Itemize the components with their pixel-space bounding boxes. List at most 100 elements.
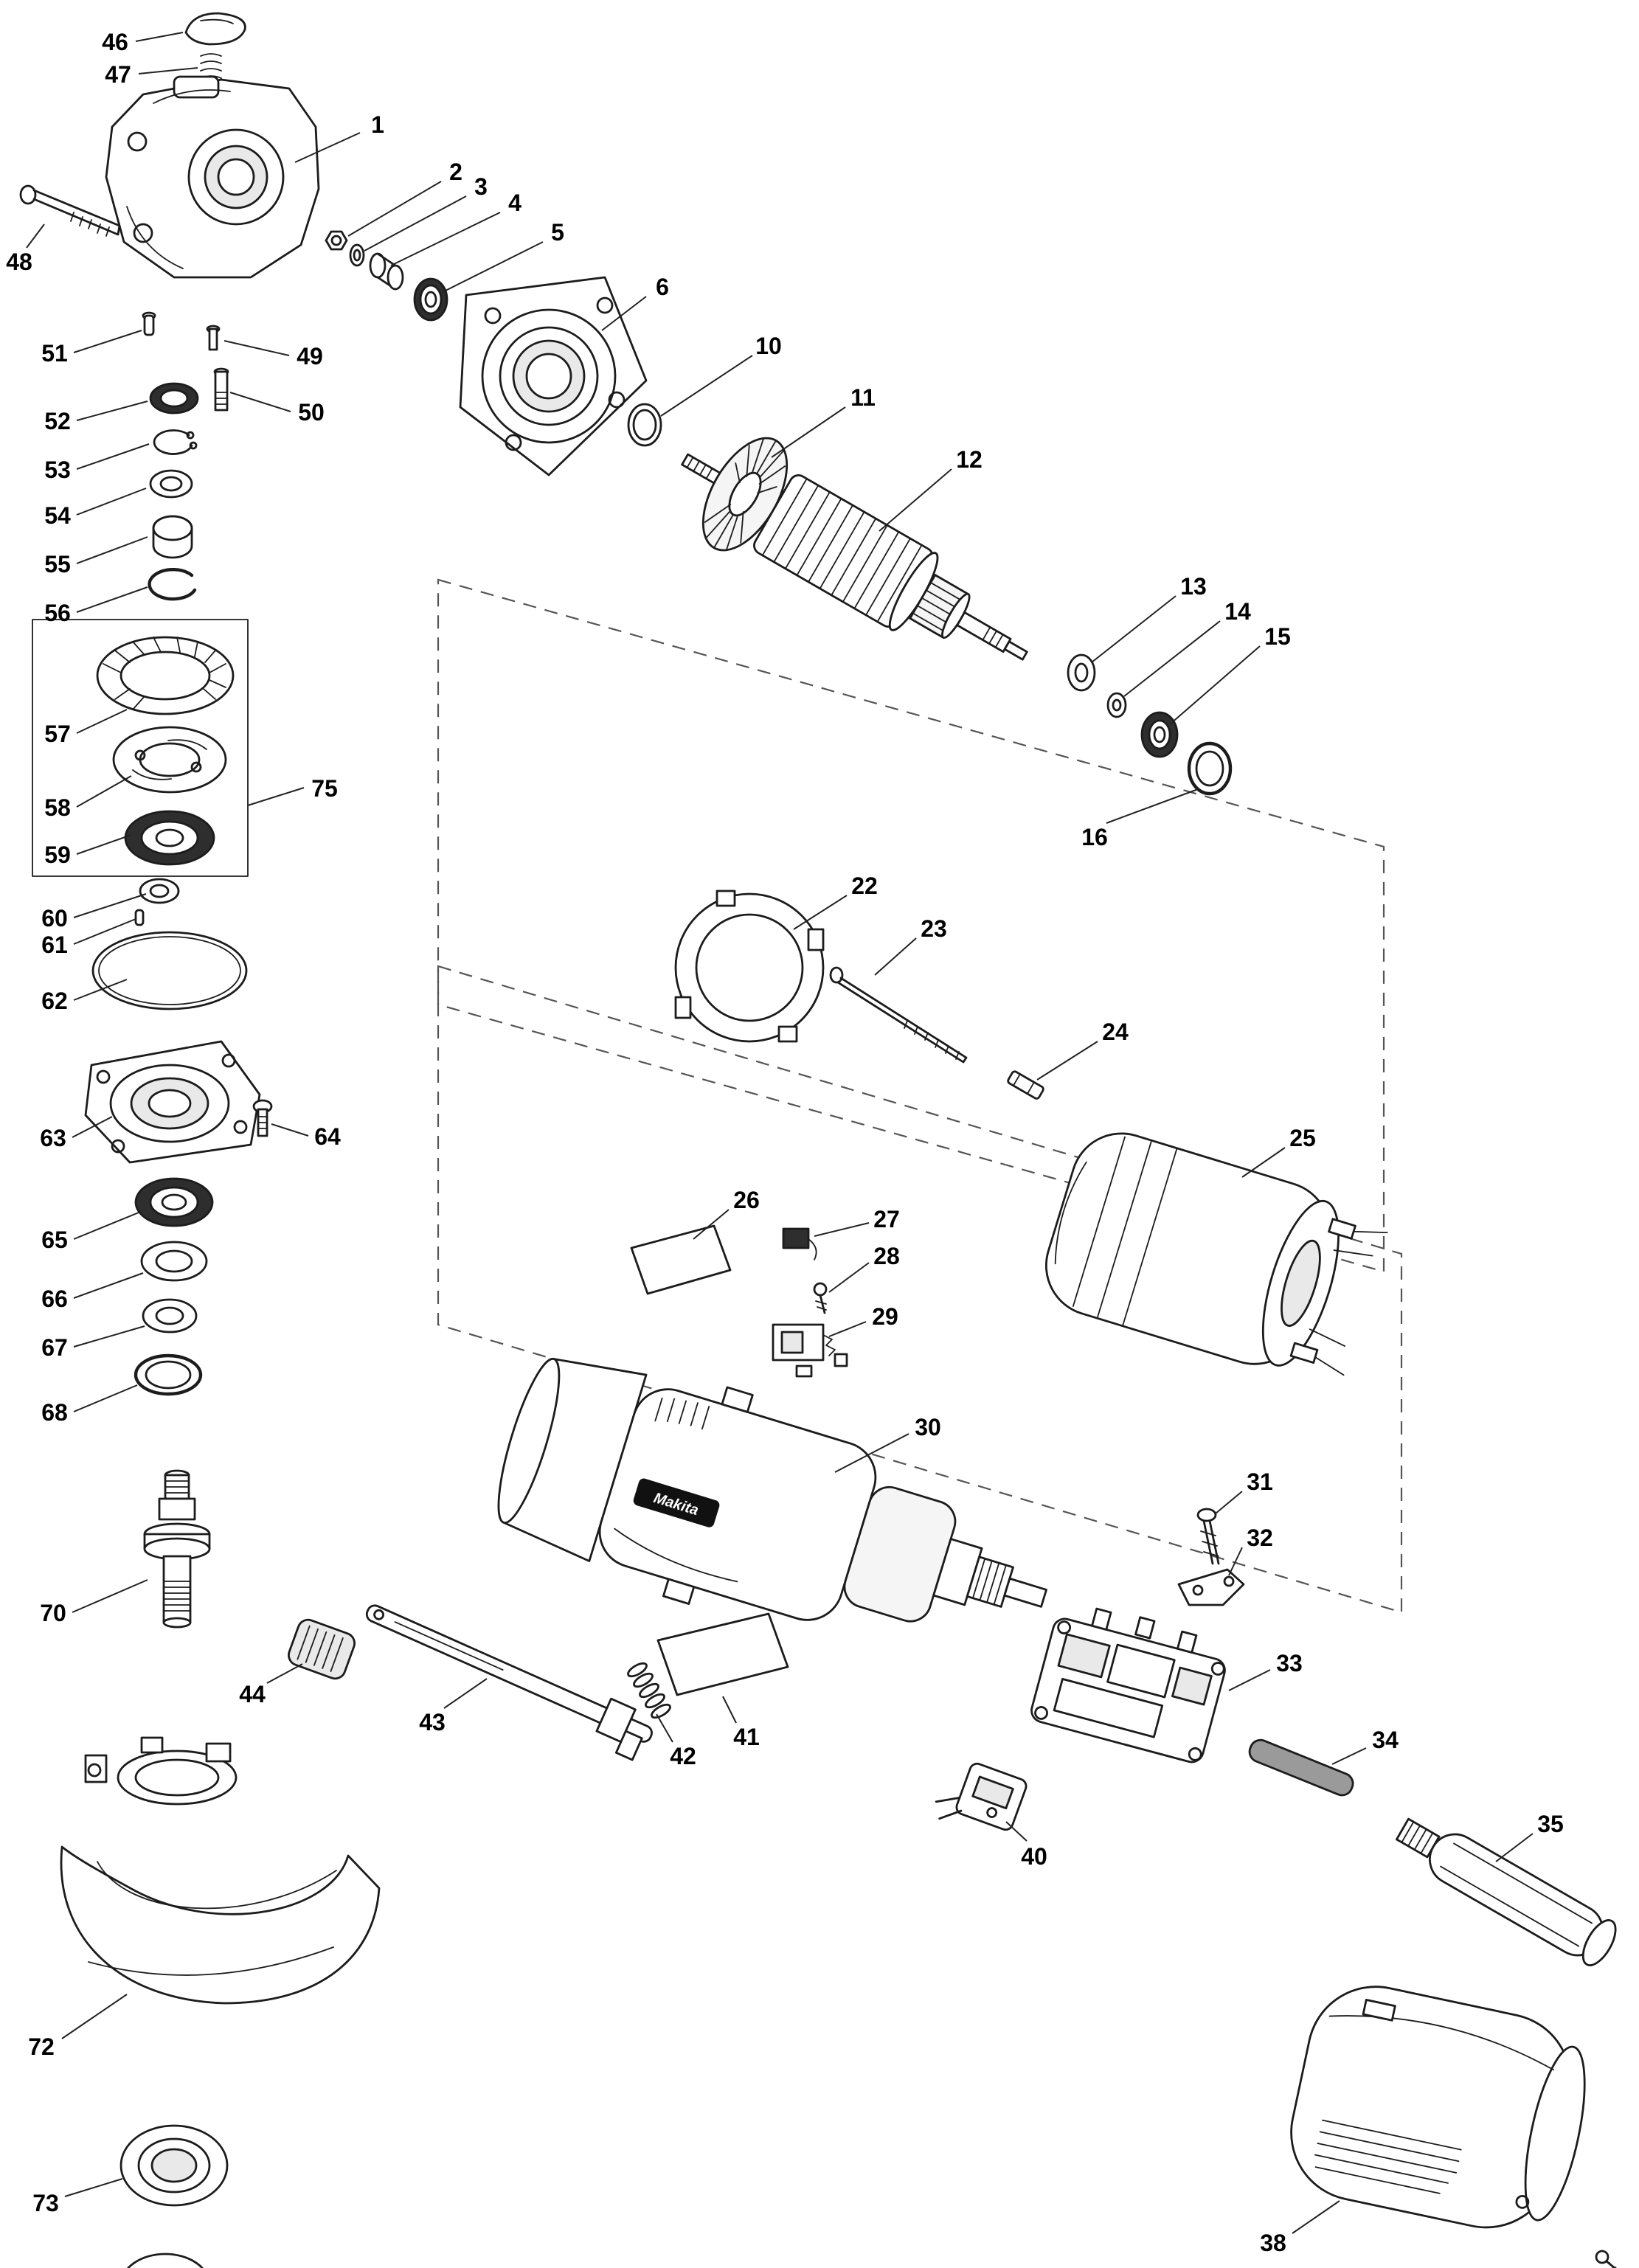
leader-line-49 xyxy=(224,340,290,356)
leader-line-65 xyxy=(73,1212,139,1240)
part-retaining-ring xyxy=(148,567,197,601)
leader-line-50 xyxy=(229,392,291,412)
leader-line-66 xyxy=(73,1272,144,1299)
leader-line-53 xyxy=(76,443,150,470)
callout-61: 61 xyxy=(41,932,68,958)
part-washer-60 xyxy=(139,878,180,904)
callout-73: 73 xyxy=(32,2190,59,2216)
leader-line-73 xyxy=(64,2178,123,2197)
leader-line-57 xyxy=(76,709,128,734)
callout-66: 66 xyxy=(41,1286,68,1312)
leader-line-33 xyxy=(1228,1669,1271,1691)
leader-line-30 xyxy=(834,1433,909,1473)
leader-line-14 xyxy=(1123,620,1221,697)
part-flat-washer xyxy=(1106,692,1127,718)
part-screw-31 xyxy=(1196,1508,1220,1565)
callout-29: 29 xyxy=(872,1303,898,1330)
part-crown-gear xyxy=(96,636,235,715)
part-collar xyxy=(369,252,404,291)
callout-58: 58 xyxy=(44,794,71,821)
part-washer-3 xyxy=(349,243,365,267)
leader-line-63 xyxy=(72,1116,113,1138)
part-wheel-guard xyxy=(60,1736,381,2005)
callout-64: 64 xyxy=(314,1123,341,1150)
leader-line-60 xyxy=(73,893,147,918)
part-washer-67 xyxy=(142,1298,198,1334)
part-washer-66 xyxy=(140,1241,208,1282)
callout-72: 72 xyxy=(28,2033,55,2060)
part-washer-54 xyxy=(149,469,193,499)
leader-line-44 xyxy=(266,1663,303,1684)
callout-54: 54 xyxy=(44,502,71,529)
callout-27: 27 xyxy=(873,1206,900,1232)
leader-line-67 xyxy=(73,1325,145,1348)
callout-16: 16 xyxy=(1081,824,1108,850)
part-bearing-5 xyxy=(413,277,448,322)
leader-line-28 xyxy=(828,1262,870,1293)
leader-line-13 xyxy=(1091,595,1177,663)
leader-line-22 xyxy=(793,895,848,930)
part-clutch-plate xyxy=(112,726,227,794)
part-switch-assembly xyxy=(1030,1607,1226,1764)
callout-53: 53 xyxy=(44,457,71,483)
callout-47: 47 xyxy=(105,61,131,88)
leader-line-54 xyxy=(76,488,147,516)
callout-23: 23 xyxy=(921,915,947,942)
part-o-ring xyxy=(91,931,248,1010)
part-slide-knob xyxy=(288,1618,356,1680)
callout-34: 34 xyxy=(1372,1727,1399,1753)
leader-line-75 xyxy=(247,787,305,806)
leader-line-11 xyxy=(771,406,846,458)
leader-line-2 xyxy=(347,181,442,237)
leader-line-6 xyxy=(601,296,647,331)
callout-14: 14 xyxy=(1224,598,1251,625)
callout-63: 63 xyxy=(40,1125,66,1151)
part-armature xyxy=(681,437,1028,661)
part-brush-holder xyxy=(772,1323,848,1378)
part-motor-housing: Makita xyxy=(497,1357,1047,1623)
leader-line-68 xyxy=(73,1384,138,1412)
callout-51: 51 xyxy=(41,340,68,367)
part-spindle-pin xyxy=(213,367,229,412)
part-lock-plate xyxy=(1177,1568,1245,1606)
part-bearing-retainer xyxy=(459,276,648,476)
part-gear-housing xyxy=(105,75,320,279)
part-wave-washer xyxy=(627,403,662,447)
leader-line-43 xyxy=(443,1678,488,1709)
leader-line-1 xyxy=(294,132,361,163)
leader-line-62 xyxy=(73,979,128,1001)
part-baffle-plate xyxy=(674,889,825,1043)
callout-12: 12 xyxy=(956,446,983,473)
leader-line-51 xyxy=(73,330,142,353)
callout-22: 22 xyxy=(851,873,878,899)
callout-49: 49 xyxy=(297,343,323,370)
callout-40: 40 xyxy=(1021,1843,1047,1870)
leader-line-58 xyxy=(76,775,132,808)
callout-30: 30 xyxy=(915,1414,941,1440)
callout-57: 57 xyxy=(44,721,71,747)
leader-line-70 xyxy=(72,1579,148,1613)
callout-1: 1 xyxy=(371,111,384,138)
leader-line-24 xyxy=(1036,1041,1098,1081)
leader-line-47 xyxy=(138,67,198,74)
leader-line-48 xyxy=(26,223,45,249)
callout-70: 70 xyxy=(40,1600,66,1626)
bearing-box-group xyxy=(32,619,249,877)
leader-line-42 xyxy=(656,1713,673,1743)
part-cable-guard xyxy=(1248,1738,1354,1797)
leader-line-34 xyxy=(1331,1747,1367,1765)
callout-48: 48 xyxy=(6,249,32,275)
leader-line-41 xyxy=(722,1696,737,1724)
callout-55: 55 xyxy=(44,551,71,578)
callout-4: 4 xyxy=(508,190,522,216)
leader-line-64 xyxy=(271,1123,309,1137)
callout-25: 25 xyxy=(1289,1125,1316,1151)
leader-line-5 xyxy=(442,241,544,293)
leader-line-12 xyxy=(879,468,952,532)
callout-31: 31 xyxy=(1247,1468,1273,1495)
callout-26: 26 xyxy=(733,1187,760,1213)
callout-35: 35 xyxy=(1537,1811,1564,1837)
